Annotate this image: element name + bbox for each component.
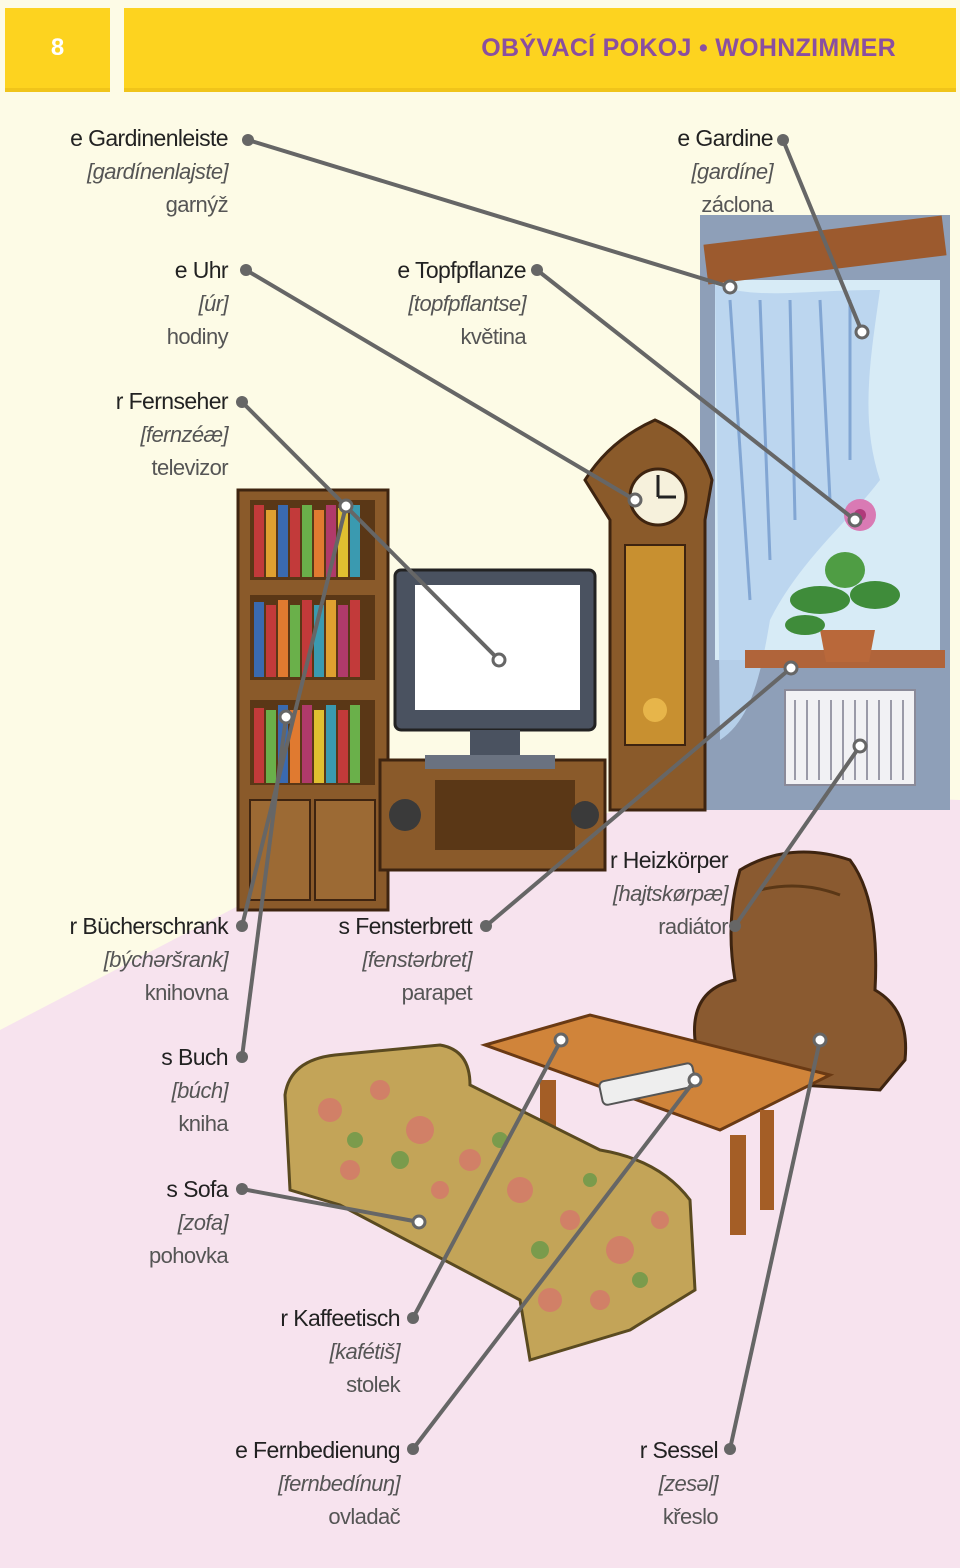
label-de: r Heizkörper <box>609 847 729 873</box>
label-fernbedienung: e Fernbedienung [fernbedínuŋ] ovladač <box>235 1434 401 1533</box>
label-de: r Kaffeetisch <box>280 1305 400 1331</box>
label-buecherschrank: r Bücherschrank [býchəršrank] knihovna <box>69 910 229 1009</box>
label-phonetic: [topfpflantse] <box>408 291 526 316</box>
label-cz: pohovka <box>149 1243 229 1268</box>
label-cz: záclona <box>701 192 773 217</box>
label-cz: květina <box>460 324 526 349</box>
label-cz: ovladač <box>328 1504 400 1529</box>
books <box>254 505 360 783</box>
label-de: e Gardine <box>677 125 773 151</box>
label-de: e Uhr <box>174 257 229 283</box>
label-phonetic: [fernzéæ] <box>140 422 228 447</box>
label-phonetic: [gardínenlajste] <box>87 159 228 184</box>
label-phonetic: [zesəl] <box>658 1471 719 1496</box>
label-gardinenleiste: e Gardinenleiste [gardínenlajste] garnýž <box>70 122 229 221</box>
label-cz: televizor <box>151 455 228 480</box>
label-de: r Fernseher <box>115 388 229 414</box>
radiator <box>784 689 916 786</box>
label-cz: stolek <box>346 1372 400 1397</box>
leader-end-rings <box>278 279 870 1230</box>
sofa <box>283 1043 697 1362</box>
label-cz: parapet <box>401 980 473 1005</box>
label-cz: kniha <box>178 1111 228 1136</box>
label-phonetic: [hajtskørpæ] <box>612 881 729 906</box>
label-uhr: e Uhr [úr] hodiny <box>166 254 229 353</box>
label-topfpflanze: e Topfpflanze [topfpflantse] květina <box>397 254 526 353</box>
label-phonetic: [kafétiš] <box>329 1339 401 1364</box>
label-phonetic: [zofa] <box>177 1210 229 1235</box>
label-phonetic: [fenstərbret] <box>362 947 472 972</box>
tv-screen <box>415 585 580 710</box>
label-cz: radiátor <box>658 914 728 939</box>
label-cz: garnýž <box>165 192 229 217</box>
label-de: r Sessel <box>639 1437 719 1463</box>
label-de: e Gardinenleiste <box>70 125 229 151</box>
label-de: s Buch <box>161 1044 228 1070</box>
label-buch: s Buch [búch] kniha <box>161 1041 228 1140</box>
leader-lines <box>240 138 864 1451</box>
label-phonetic: [úr] <box>198 291 229 316</box>
label-kaffeetisch: r Kaffeetisch [kafétiš] stolek <box>280 1302 400 1401</box>
label-gardine: e Gardine [gardíne] záclona <box>677 122 773 221</box>
label-cz: hodiny <box>166 324 229 349</box>
label-cz: křeslo <box>662 1504 719 1529</box>
label-de: e Fernbedienung <box>235 1437 401 1463</box>
label-phonetic: [búch] <box>171 1078 229 1103</box>
flowerpot <box>820 630 875 662</box>
label-sessel: r Sessel [zesəl] křeslo <box>639 1434 719 1533</box>
label-phonetic: [fernbedínuŋ] <box>278 1471 400 1496</box>
label-cz: knihovna <box>144 980 229 1005</box>
label-heizkoerper: r Heizkörper [hajtskørpæ] radiátor <box>609 844 729 943</box>
label-de: s Fensterbrett <box>338 913 473 939</box>
label-sofa: s Sofa [zofa] pohovka <box>149 1173 229 1272</box>
label-fernseher: r Fernseher [fernzéæ] televizor <box>115 385 229 484</box>
label-de: e Topfpflanze <box>397 257 526 283</box>
label-phonetic: [gardíne] <box>691 159 774 184</box>
label-fensterbrett: s Fensterbrett [fenstərbret] parapet <box>339 910 473 1009</box>
page-title: OBÝVACÍ POKOJ • WOHNZIMMER <box>481 34 896 62</box>
leader-dots <box>236 134 789 1455</box>
header-bar <box>124 8 956 92</box>
label-phonetic: [býchəršrank] <box>103 947 229 972</box>
page-number: 8 <box>5 8 110 92</box>
label-de: r Bücherschrank <box>69 913 229 939</box>
curtain <box>715 285 880 740</box>
label-de: s Sofa <box>166 1176 228 1202</box>
curtain-rail <box>703 215 947 285</box>
